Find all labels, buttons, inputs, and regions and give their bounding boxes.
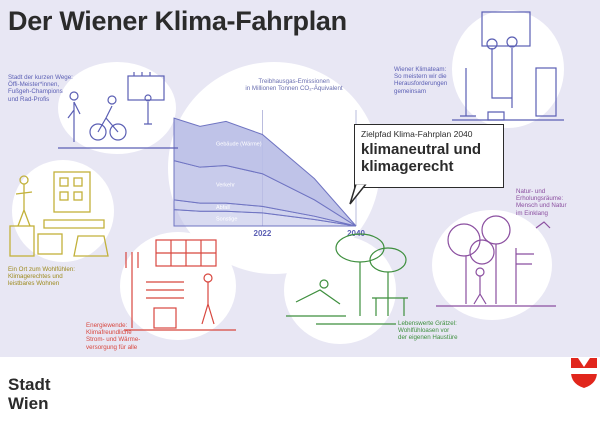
stadt-wien-logo: Stadt Wien	[8, 375, 51, 413]
cyclist-illustration	[58, 72, 178, 149]
series-label: Verkehr	[216, 182, 235, 188]
circle-kiez	[284, 236, 396, 344]
caption-housing: Ein Ort zum Wohlfühlen:Klimagerechtes un…	[8, 266, 75, 288]
x-tick-label: 2022	[254, 229, 272, 238]
wien-shield-icon	[571, 358, 597, 388]
x-tick-label: 2040	[347, 229, 365, 238]
energy-illustration	[124, 239, 236, 331]
target-box: Zielpfad Klima-Fahrplan 2040 klimaneutra…	[354, 124, 504, 188]
page-title: Der Wiener Klima-Fahrplan	[8, 6, 347, 36]
circle-housing	[12, 160, 114, 262]
circle-energy	[120, 232, 236, 340]
park-illustration	[286, 233, 408, 325]
target-headline: klimaneutral und klimagerecht	[361, 141, 482, 175]
caption-city-paths: Stadt der kurzen Wege:Öffi-Meister*innen…	[8, 74, 73, 103]
target-pointer	[349, 184, 367, 205]
climate-team-illustration	[452, 11, 564, 121]
target-label: Zielpfad Klima-Fahrplan 2040	[361, 129, 473, 139]
circle-nature	[432, 210, 552, 320]
circle-team	[452, 10, 564, 128]
emissions-chart: Sonstige Abfall Verkehr Gebäude (Wärme) 2022…	[173, 110, 365, 238]
poster: Der Wiener Klima-Fahrplan Stadt der kurz…	[0, 0, 600, 357]
area-gebäude-wärme-	[173, 117, 357, 227]
series-label: Gebäude (Wärme)	[216, 141, 262, 147]
housing-illustration	[9, 171, 109, 257]
series-label: Abfall	[216, 205, 230, 211]
chart-title: Treibhausgas-Emissionen in Millionen Ton…	[245, 78, 343, 93]
nature-illustration	[436, 215, 556, 307]
series-label: Sonstige	[216, 217, 237, 223]
